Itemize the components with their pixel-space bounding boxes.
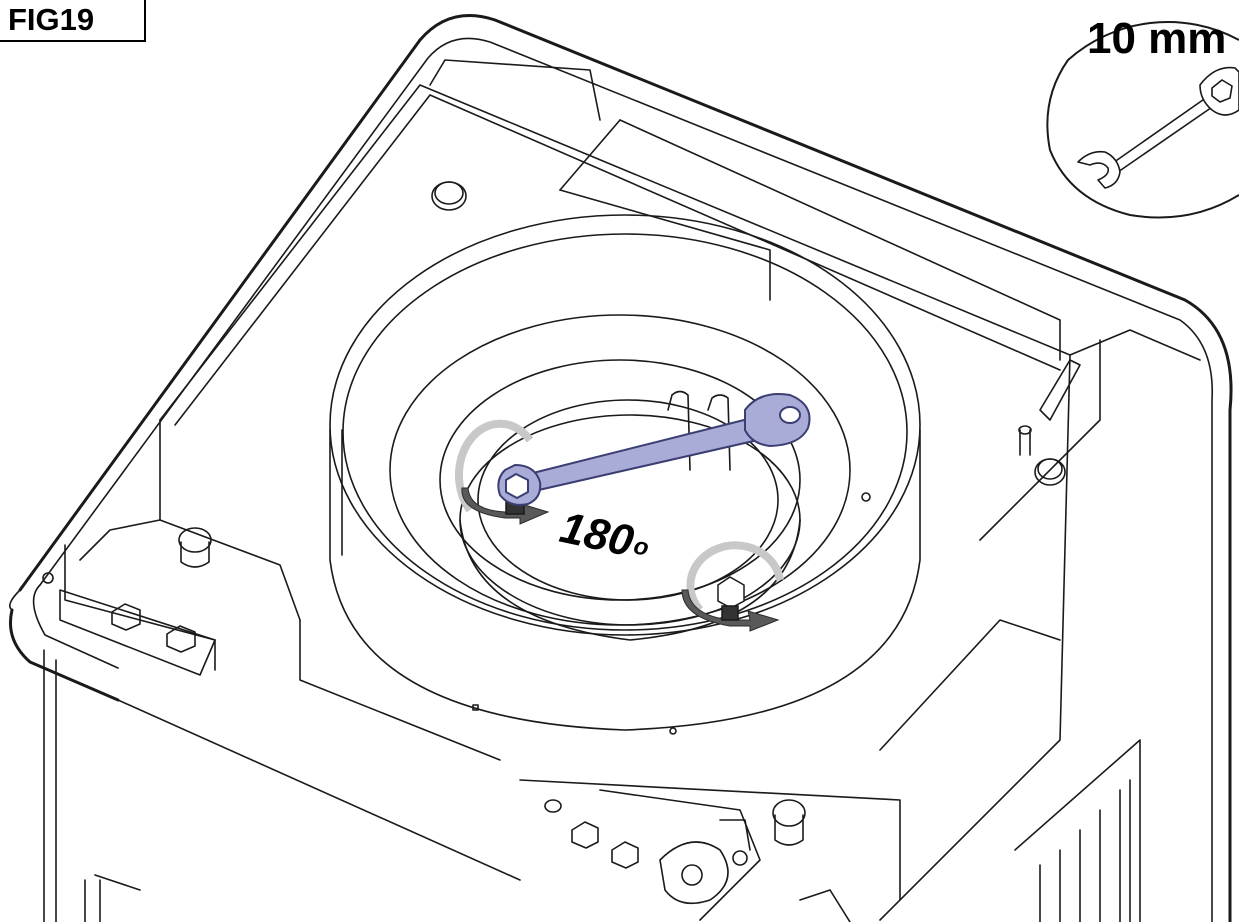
latch-mechanism [544,789,761,921]
grille-panels [84,739,1141,922]
left-bolts [42,572,216,676]
tool-size-label: 10 mm [1087,14,1227,63]
rotation-arrow-left [461,487,550,525]
wrench-in-use [497,393,811,506]
flue-collar [329,214,921,731]
tool-callout [1046,21,1239,219]
rotation-arrow-right [681,589,780,632]
collar-marks [472,492,871,735]
cap-plugs [178,181,1066,846]
top-panel-frame [64,59,1201,921]
rotation-arc-left [454,419,534,513]
center-brackets [667,390,731,471]
open-end-wrench-icon [1077,66,1239,189]
rotation-arc-right [686,541,784,613]
right-pin [1018,359,1081,456]
nut-right [717,576,745,621]
figure-label: FIG19 [8,2,95,37]
housing-outline [9,14,1233,922]
figure-label-box: FIG19 [0,0,146,42]
